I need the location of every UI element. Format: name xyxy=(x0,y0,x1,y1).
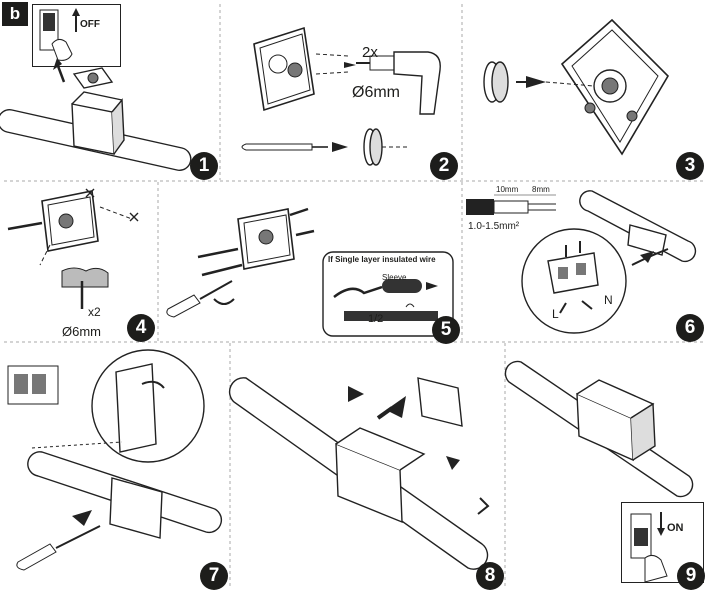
strip-length-long: 10mm xyxy=(496,185,519,194)
sleeve-label: Sleeve xyxy=(382,273,407,282)
step-4-drill-size: Ø6mm xyxy=(62,324,101,339)
step-9-drawing xyxy=(504,360,694,498)
step-3-drawing xyxy=(483,18,670,156)
step-7-panel: 7 xyxy=(0,342,230,593)
drill-multiplier: 2x xyxy=(362,44,378,61)
step-2-number: 2 xyxy=(430,152,458,180)
section-label: b xyxy=(2,2,28,26)
step-8-number: 8 xyxy=(476,562,504,590)
on-label: ON xyxy=(667,522,684,534)
step-4-drawing xyxy=(7,188,139,309)
step-1-drawing xyxy=(0,58,192,171)
step-8-panel: 8 xyxy=(228,342,505,593)
anchor-count: x2 xyxy=(88,305,101,319)
strip-length-short: 8mm xyxy=(532,185,550,194)
step-7-drawing xyxy=(7,349,223,571)
drill-size: Ø6mm xyxy=(352,84,400,101)
step-3-panel: 3 xyxy=(462,0,710,181)
step-5-drawing xyxy=(166,207,315,318)
step-5-panel: If Single layer insulated wire Sleeve 1/… xyxy=(158,181,462,344)
off-label: OFF xyxy=(80,19,100,30)
live-label: L xyxy=(552,307,559,321)
neutral-label: N xyxy=(604,293,613,307)
fraction-label: 1/2 xyxy=(368,313,384,325)
step-4-number: 4 xyxy=(127,314,155,342)
step-9-number: 9 xyxy=(677,562,705,590)
step-6-number: 6 xyxy=(676,314,704,342)
switch-on-illustration xyxy=(621,502,704,583)
step-6-panel: 10mm 8mm 1.0-1.5mm² L N 6 xyxy=(462,181,710,342)
step-2-drawing xyxy=(241,26,441,166)
step-1-number: 1 xyxy=(190,152,218,180)
wire-strip-drawing xyxy=(466,194,556,215)
step-9-panel: ON 9 xyxy=(504,342,710,593)
step-8-drawing xyxy=(228,377,490,570)
step-1-panel: OFF 1 xyxy=(0,0,220,181)
single-layer-callout xyxy=(322,251,454,337)
callout-title: If Single layer insulated wire xyxy=(328,255,436,264)
wire-section-label: 1.0-1.5mm² xyxy=(468,221,520,232)
step-5-number: 5 xyxy=(432,316,460,344)
step-4-panel: x2 Ø6mm 4 xyxy=(0,181,158,342)
switch-off-illustration xyxy=(32,4,121,67)
step-3-number: 3 xyxy=(676,152,704,180)
step-7-number: 7 xyxy=(200,562,228,590)
step-2-panel: 2x Ø6mm 2 xyxy=(220,0,462,181)
step-6-drawing xyxy=(521,190,697,334)
